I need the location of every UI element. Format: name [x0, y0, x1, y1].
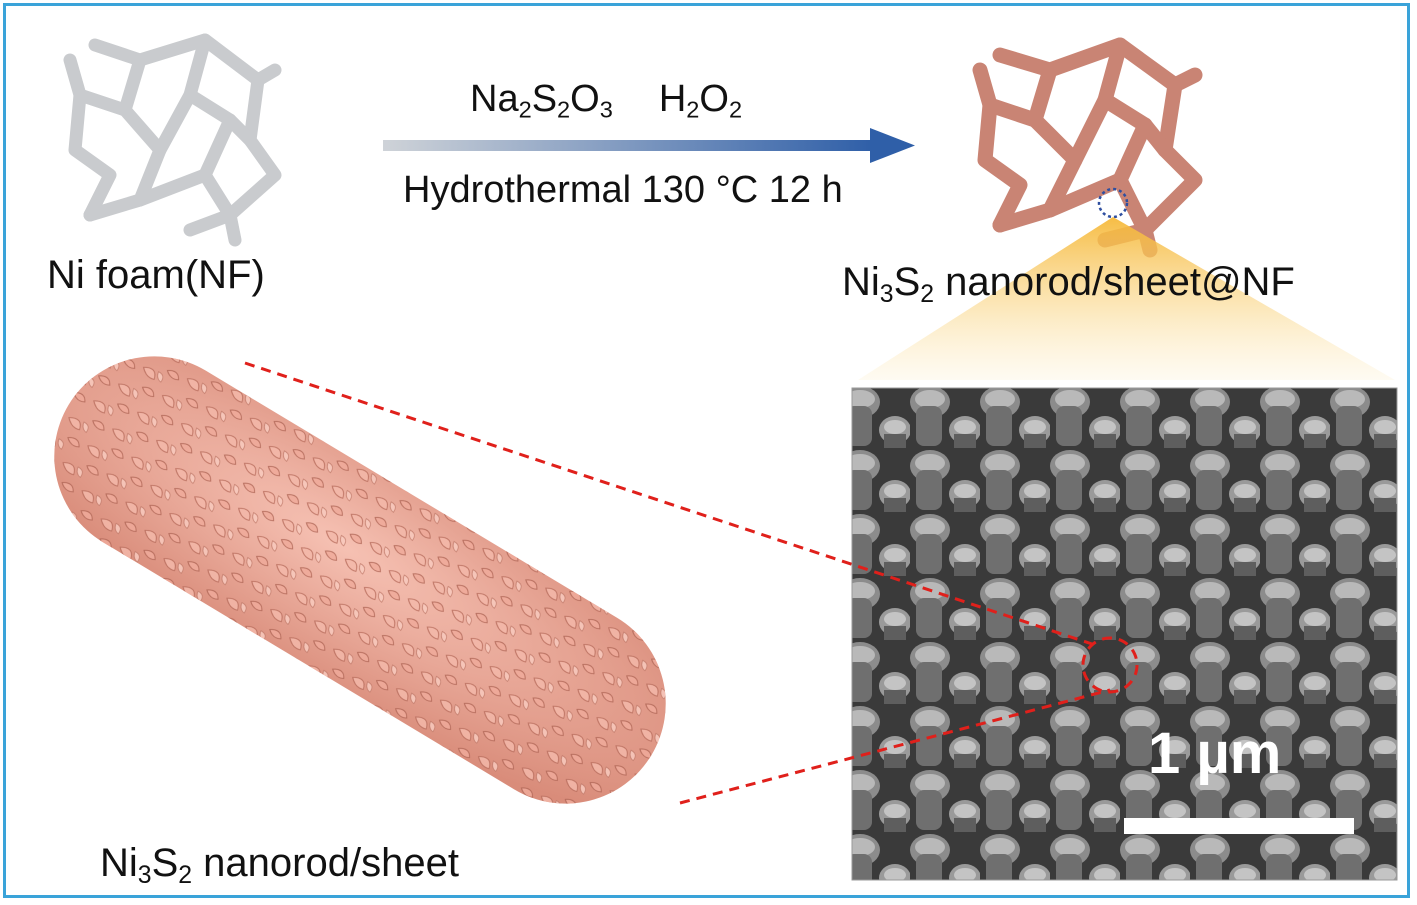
- figure-frame: [3, 3, 1410, 898]
- reaction-arrow: [383, 128, 915, 163]
- ni-foam-label: Ni foam(NF): [47, 253, 265, 297]
- reaction-condition-label: Hydrothermal 130 °C 12 h: [403, 169, 843, 211]
- scale-bar-label: 1 µm: [1148, 721, 1282, 786]
- product-label: Ni3S2 nanorod/sheet@NF: [842, 260, 1295, 308]
- nanorod-illustration: [54, 356, 666, 804]
- dashed-connectors: [244, 361, 1139, 805]
- sem-micrograph: [851, 387, 1398, 881]
- selection-circle: [1081, 636, 1139, 694]
- nanorod-label: Ni3S2 nanorod/sheet: [100, 841, 459, 889]
- ni-foam-illustration: [63, 33, 282, 247]
- zoom-marker-circle: [1097, 187, 1129, 219]
- coated-foam-illustration: [972, 37, 1203, 258]
- zoom-cone: [858, 217, 1395, 380]
- scale-bar: [1124, 818, 1354, 834]
